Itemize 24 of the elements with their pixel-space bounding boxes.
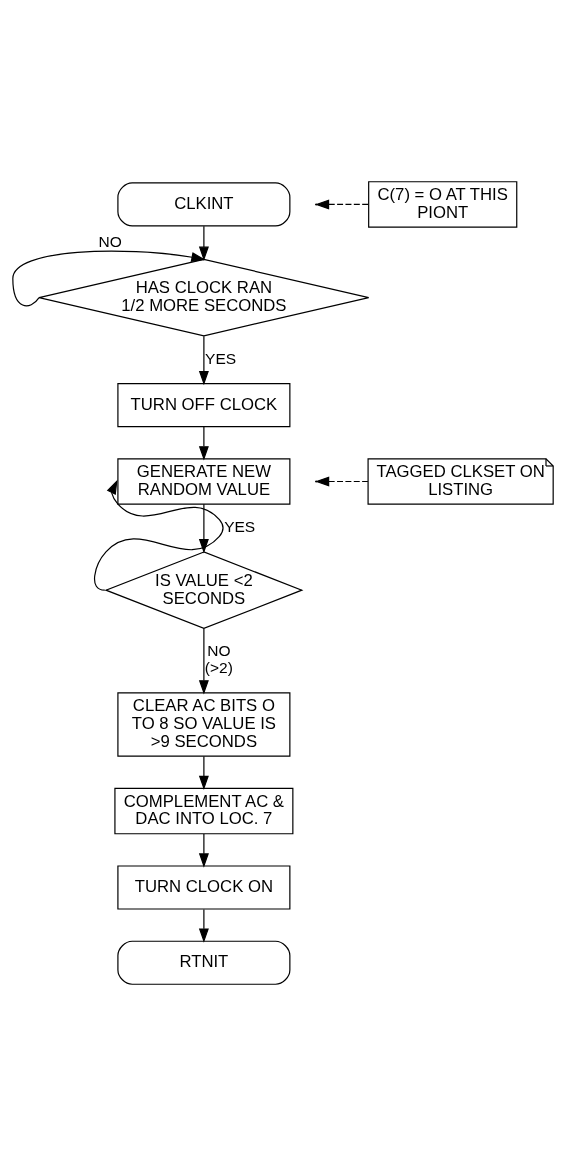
node-box: TURN CLOCK ON <box>117 865 291 910</box>
edge-label: NO (>2) <box>204 642 233 677</box>
edge-label: YES <box>224 518 256 536</box>
node-diamond: IS VALUE <2 SECONDS <box>104 551 304 629</box>
arrow <box>12 250 206 307</box>
arrow <box>198 755 209 791</box>
node-box: C(7) = O AT THIS PIONT <box>368 181 518 228</box>
edge-label: YES <box>205 349 237 367</box>
node-box: GENERATE NEW RANDOM VALUE <box>117 458 291 505</box>
node-box: TURN OFF CLOCK <box>117 383 291 428</box>
arrow <box>198 833 209 868</box>
node-box: CLKINT <box>117 182 291 227</box>
node-box: CLEAR AC BITS O TO 8 SO VALUE IS >9 SECONDS <box>117 692 291 757</box>
node-box: RTNIT <box>117 940 291 985</box>
node-box: COMPLEMENT AC & DAC INTO LOC. 7 <box>114 787 294 835</box>
node-diamond: HAS CLOCK RAN 1/2 MORE SECONDS <box>38 258 370 337</box>
edge-label: NO <box>98 232 122 250</box>
arrow <box>93 479 224 591</box>
arrow <box>198 335 209 386</box>
arrow <box>198 225 209 261</box>
arrow <box>198 503 209 554</box>
arrow <box>198 627 209 695</box>
arrow <box>198 908 209 943</box>
arrow <box>198 426 209 461</box>
